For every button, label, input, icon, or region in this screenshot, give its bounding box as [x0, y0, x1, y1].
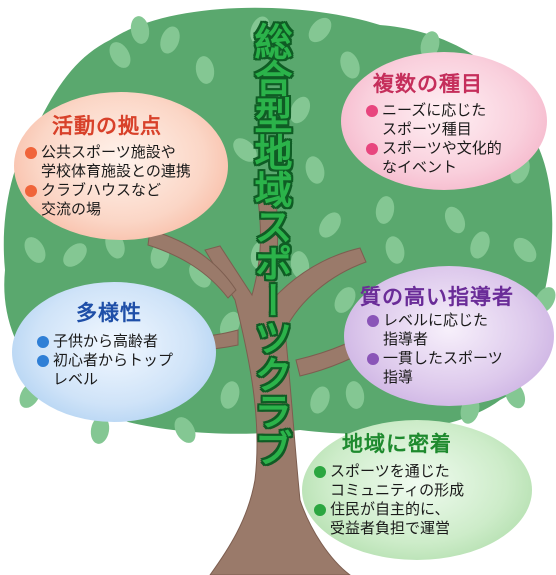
- bubble-title-diversity: 多様性: [76, 301, 142, 325]
- leaf-icon: [250, 16, 270, 44]
- leaf-icon: [130, 16, 150, 44]
- bullet-dot-icon: [367, 353, 379, 365]
- bubble-title-quality-instructors: 質の高い指導者: [360, 285, 514, 309]
- bullet-dot-icon: [314, 466, 326, 478]
- leaf-icon: [233, 138, 257, 162]
- bullet-item: 公共スポーツ施設や 学校体育施設との連携: [24, 143, 191, 181]
- bubble-diversity: 多様性 子供から高齢者 初心者からトップ レベル: [12, 282, 216, 422]
- bubble-community-rooted: 地域に密着 スポーツを通じた コミュニティの形成 住民が自主的に、 受益者負担で…: [302, 420, 532, 560]
- leaf-icon: [174, 417, 196, 443]
- leaf-icon: [444, 206, 466, 234]
- bullet-item: 初心者からトップ レベル: [36, 351, 173, 389]
- leaf-icon: [160, 26, 180, 54]
- leaf-icon: [310, 386, 330, 414]
- leaf-icon: [319, 212, 341, 238]
- leaf-icon: [375, 196, 395, 224]
- leaf-icon: [305, 156, 325, 184]
- main-title: 総合型地域スポーツクラブ: [248, 22, 292, 466]
- bubble-quality-instructors: 質の高い指導者 レベルに応じた 指導者 一貫したスポーツ 指導: [344, 266, 554, 406]
- leaf-icon: [308, 17, 332, 43]
- bubble-title-multiple-sports: 複数の種目: [373, 72, 483, 96]
- leaf-icon: [420, 31, 440, 59]
- leaf-icon: [109, 42, 131, 68]
- bullet-dot-icon: [37, 336, 49, 348]
- bubble-multiple-sports: 複数の種目 ニーズに応じた スポーツ種目 スポーツや文化的 なイベント: [341, 52, 547, 190]
- leaf-icon: [470, 231, 490, 259]
- leaf-icon: [289, 96, 311, 124]
- bullet-dot-icon: [37, 355, 49, 367]
- bubble-title-community-rooted: 地域に密着: [342, 432, 452, 456]
- bullet-item: 住民が自主的に、 受益者負担で運営: [313, 500, 464, 538]
- bubble-activity-base: 活動の拠点 公共スポーツ施設や 学校体育施設との連携 クラブハウスなど 交流の場: [14, 92, 228, 240]
- bullet-dot-icon: [25, 147, 37, 159]
- leaf-icon: [90, 416, 110, 444]
- leaf-icon: [513, 237, 537, 263]
- bullet-item: ニーズに応じた スポーツ種目: [365, 101, 502, 139]
- leaf-icon: [220, 381, 240, 409]
- bullet-dot-icon: [366, 143, 378, 155]
- bubble-title-activity-base: 活動の拠点: [52, 114, 162, 138]
- bullet-item: クラブハウスなど 交流の場: [24, 181, 191, 219]
- leaf-icon: [63, 243, 87, 267]
- leaf-icon: [340, 51, 360, 79]
- bullet-item: 子供から高齢者: [36, 332, 173, 351]
- bullet-dot-icon: [314, 504, 326, 516]
- leaf-icon: [385, 236, 405, 264]
- bullet-item: スポーツを通じた コミュニティの形成: [313, 462, 464, 500]
- leaf-icon: [334, 287, 356, 313]
- bullet-item: レベルに応じた 指導者: [366, 311, 503, 349]
- leaf-icon: [345, 381, 365, 409]
- bullet-dot-icon: [25, 185, 37, 197]
- leaf-icon: [195, 56, 215, 84]
- bullet-item: 一貫したスポーツ 指導: [366, 349, 503, 387]
- bullet-item: スポーツや文化的 なイベント: [365, 139, 502, 177]
- bullet-dot-icon: [366, 105, 378, 117]
- leaf-icon: [24, 237, 46, 263]
- bullet-dot-icon: [367, 315, 379, 327]
